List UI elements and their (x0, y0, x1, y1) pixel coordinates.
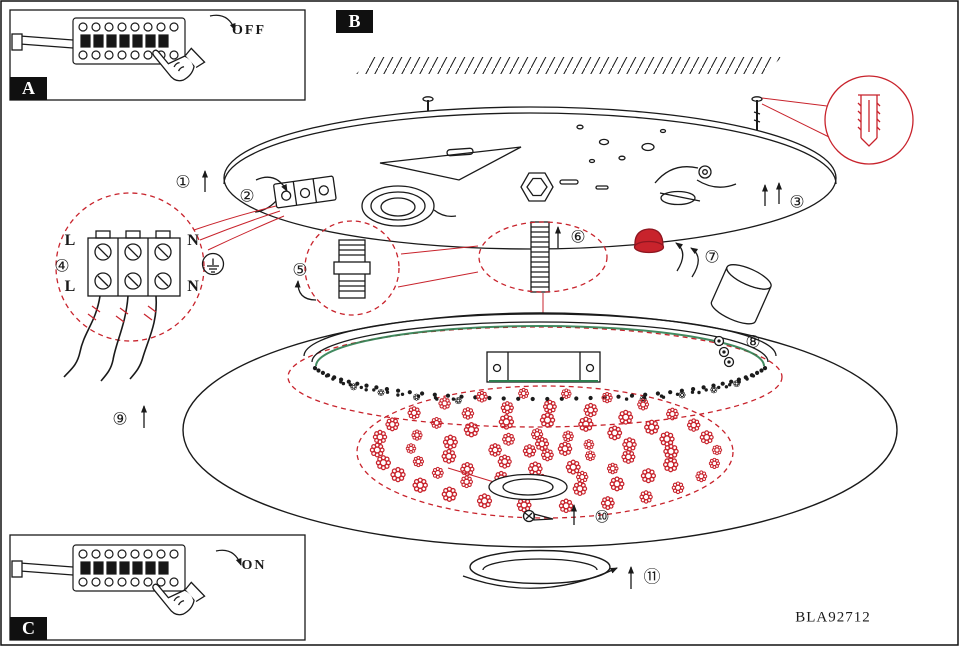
panel-c (9, 534, 306, 641)
step-number-7: ⑦ (704, 247, 720, 268)
switch-state-off-label: OFF (232, 23, 266, 38)
cable-coil-icon (361, 185, 457, 227)
supply-wires-icon (63, 295, 158, 382)
hex-stud-icon (520, 172, 554, 202)
driver-box-icon (486, 351, 601, 383)
step-number-5: ⑤ (292, 260, 308, 281)
terminal-label-l-top: L (64, 232, 76, 249)
step-number-9: ⑨ (112, 409, 128, 430)
shade-holder-cylinder-icon (710, 264, 772, 368)
rotate-off-arrow-icon (209, 14, 236, 31)
terminal-label-l-bottom: L (64, 278, 76, 295)
model-number: BLA92712 (795, 609, 871, 626)
rotate-glass-arrow-icon (462, 567, 618, 589)
rotate-arrow-step2 (255, 176, 288, 192)
earth-ground-icon (201, 252, 225, 276)
step-number-8: ⑧ (745, 332, 761, 353)
glass-stub-icon (488, 473, 568, 501)
rotate-arrow-step7b (690, 247, 699, 278)
terminal-strip-icon (11, 17, 186, 65)
step-number-3: ③ (789, 192, 805, 213)
plate-terminal-block-icon (255, 175, 337, 213)
wall-anchor-detail-icon (761, 75, 914, 165)
threaded-rod-icon (478, 221, 608, 355)
glass-cover-icon (462, 549, 618, 589)
step-number-11: ⑪ (643, 567, 661, 588)
switch-state-on-label: ON (241, 558, 267, 573)
terminal-label-n-top: N (187, 232, 199, 249)
terminal-strip-icon (11, 544, 186, 592)
led-band (303, 313, 777, 405)
mounting-plate (223, 106, 837, 250)
step-number-1: ① (175, 172, 191, 193)
mounting-screw-right-icon (751, 96, 763, 132)
wire-strip-marks (87, 305, 157, 323)
rotate-arrow-step7a (675, 242, 684, 272)
led-dots (312, 366, 768, 405)
rotate-on-arrow-icon (215, 549, 242, 566)
wiring-detail (55, 192, 225, 382)
section-label-b: B (336, 10, 373, 33)
step-arrows (141, 170, 782, 589)
adjuster-bolt-detail (304, 220, 479, 316)
section-label-a: A (10, 77, 47, 100)
panel-a (9, 9, 306, 101)
terminal-label-n-bottom: N (187, 278, 199, 295)
rotate-arrow-step5 (294, 280, 317, 301)
plate-cutout-triangle (379, 146, 522, 181)
step-number-4: ④ (54, 256, 70, 277)
red-cap-nut-icon (633, 228, 665, 254)
wiring-leader-lines (193, 205, 285, 251)
step-number-6: ⑥ (570, 227, 586, 248)
small-screw-icon (522, 509, 554, 523)
section-label-c: C (10, 617, 47, 640)
mounting-bracket-icon (654, 165, 737, 206)
step-number-10: ⑩ (594, 507, 610, 528)
step-number-2: ② (239, 186, 255, 207)
ceiling-hatch (356, 57, 782, 74)
terminal-block-icon (87, 230, 181, 297)
